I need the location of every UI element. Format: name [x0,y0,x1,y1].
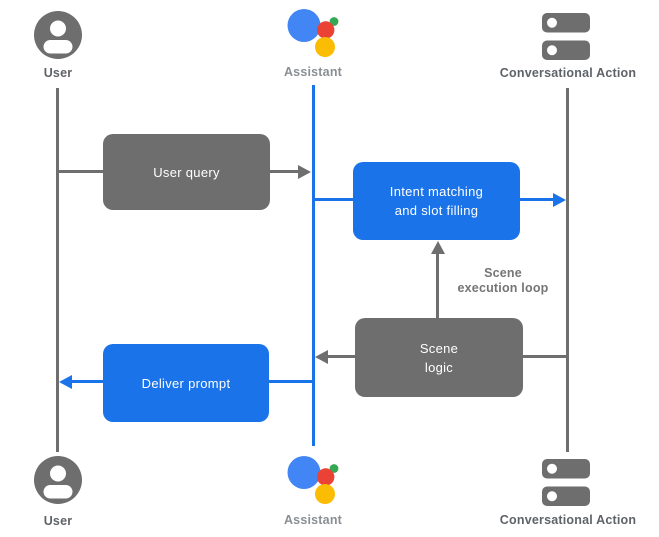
scene-logic-in-line [523,355,566,358]
action-top-label: Conversational Action [499,66,637,80]
user-query-in-line [59,170,103,173]
scene-logic-arrowhead [315,349,328,364]
scene-logic-box: Scene logic [355,318,523,397]
server-stack-icon [542,13,590,60]
assistant-lifeline [312,85,315,446]
deliver-prompt-box: Deliver prompt [103,344,269,422]
assistant-icon [287,8,339,60]
intent-matching-box: Intent matching and slot filling [353,162,520,240]
server-stack-icon [542,459,590,506]
user-icon [34,456,82,504]
deliver-prompt-out-line [72,380,103,383]
user-icon [34,11,82,59]
action-lifeline [566,88,569,452]
intent-out-line [520,198,553,201]
assistant-top-label: Assistant [283,65,343,79]
user-bottom-label: User [43,514,73,528]
intent-arrowhead [553,192,566,207]
loop-line [436,252,439,318]
user-lifeline [56,88,59,452]
deliver-prompt-arrowhead [59,374,72,389]
deliver-prompt-in-line [269,380,312,383]
user-query-out-line [270,170,298,173]
action-bottom-label: Conversational Action [499,513,637,527]
loop-arrowhead [430,241,445,254]
user-query-arrowhead [298,164,311,179]
assistant-icon [287,455,339,507]
assistant-bottom-label: Assistant [283,513,343,527]
scene-execution-loop-label: Scene execution loop [457,266,549,295]
user-top-label: User [43,66,73,80]
user-query-box: User query [103,134,270,210]
scene-logic-out-line [328,355,355,358]
intent-in-line [315,198,353,201]
